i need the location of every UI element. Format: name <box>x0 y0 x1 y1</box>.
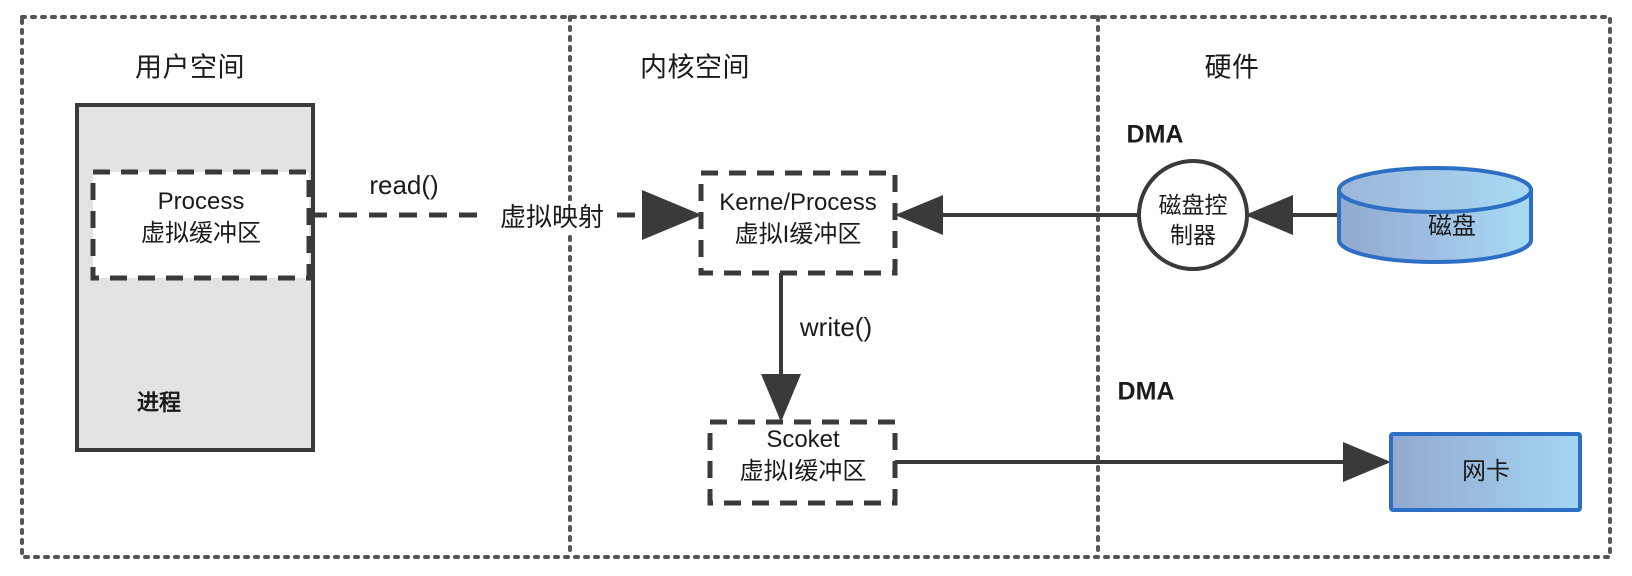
kernel-buffer-box <box>698 170 898 276</box>
process-container-label: 进程 <box>137 390 182 415</box>
process-buffer-label-line1: Process <box>157 188 245 216</box>
zone-title-user-space: 用户空间 <box>135 52 245 83</box>
kernel-buffer-label-line2: 虚拟I缓冲区 <box>734 221 862 249</box>
edge-label-dma-nic: DMA <box>1117 377 1175 406</box>
outer-frame <box>20 15 1612 559</box>
zone-title-hardware: 硬件 <box>1204 52 1260 83</box>
process-buffer-label-line2: 虚拟缓冲区 <box>141 220 261 248</box>
disk-controller-label-line1: 磁盘控 <box>1158 191 1228 218</box>
disk-label: 磁盘 <box>1428 213 1476 241</box>
edge-label-write: write() <box>799 311 873 342</box>
socket-buffer-label-line1: Scoket <box>766 426 840 454</box>
process-buffer-box <box>90 169 312 281</box>
socket-buffer-label-line2: 虚拟I缓冲区 <box>739 458 867 486</box>
nic-box <box>1389 432 1582 512</box>
disk-controller-label-line2: 制器 <box>1170 221 1216 248</box>
edge-label-dma-disk: DMA <box>1126 120 1184 149</box>
edge-label-virtual-map: 虚拟映射 <box>497 200 607 234</box>
disk-cylinder <box>1337 166 1533 264</box>
disk-controller-circle <box>1137 159 1249 271</box>
nic-label: 网卡 <box>1462 458 1510 486</box>
zone-title-kernel-space: 内核空间 <box>640 52 750 83</box>
kernel-buffer-label-line1: Kerne/Process <box>719 189 877 217</box>
edge-label-read: read() <box>369 169 439 200</box>
socket-buffer-box <box>707 419 898 506</box>
